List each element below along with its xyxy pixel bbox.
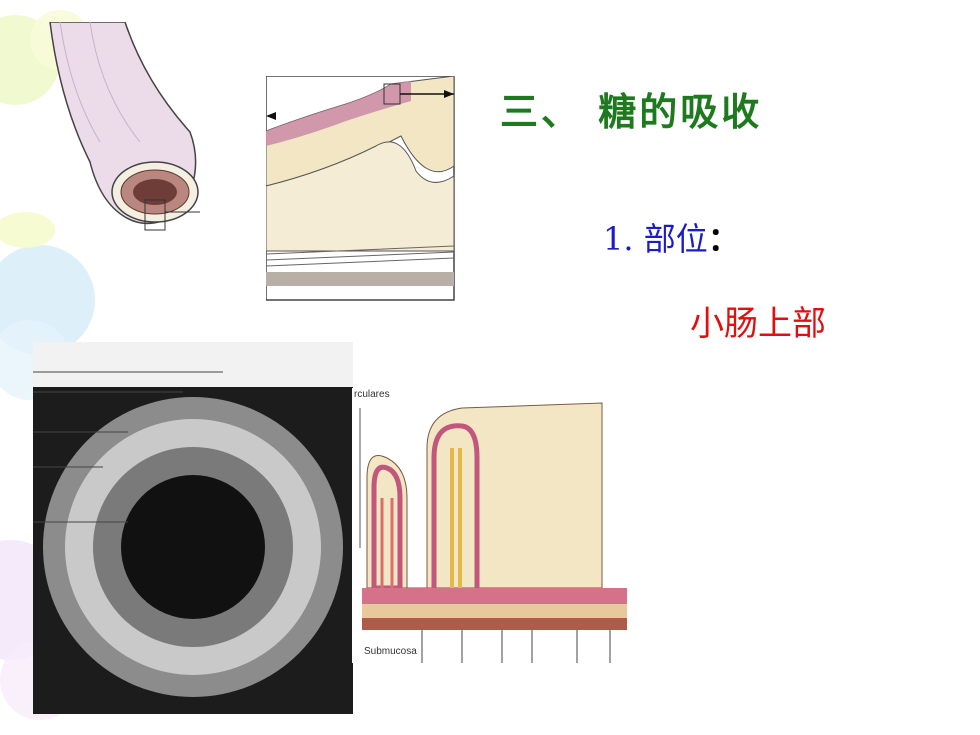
- cross-section-micrograph: [33, 342, 353, 714]
- point-colon: ：: [707, 220, 740, 258]
- villi-label-top: rculares: [354, 389, 390, 400]
- point-label: 部位: [643, 220, 708, 258]
- slide-title: 三、 糖的吸收: [500, 90, 763, 135]
- answer-text: 小肠上部: [690, 304, 826, 344]
- intestine-tube-figure: [30, 22, 205, 237]
- villi-label-bottom: Submucosa: [364, 646, 417, 657]
- point-number: 1.: [603, 220, 644, 258]
- villi-diagram: rculares Submucosa: [352, 388, 630, 663]
- mucosal-fold-figure: [266, 76, 456, 301]
- point-heading: 1. 部位：: [603, 214, 740, 260]
